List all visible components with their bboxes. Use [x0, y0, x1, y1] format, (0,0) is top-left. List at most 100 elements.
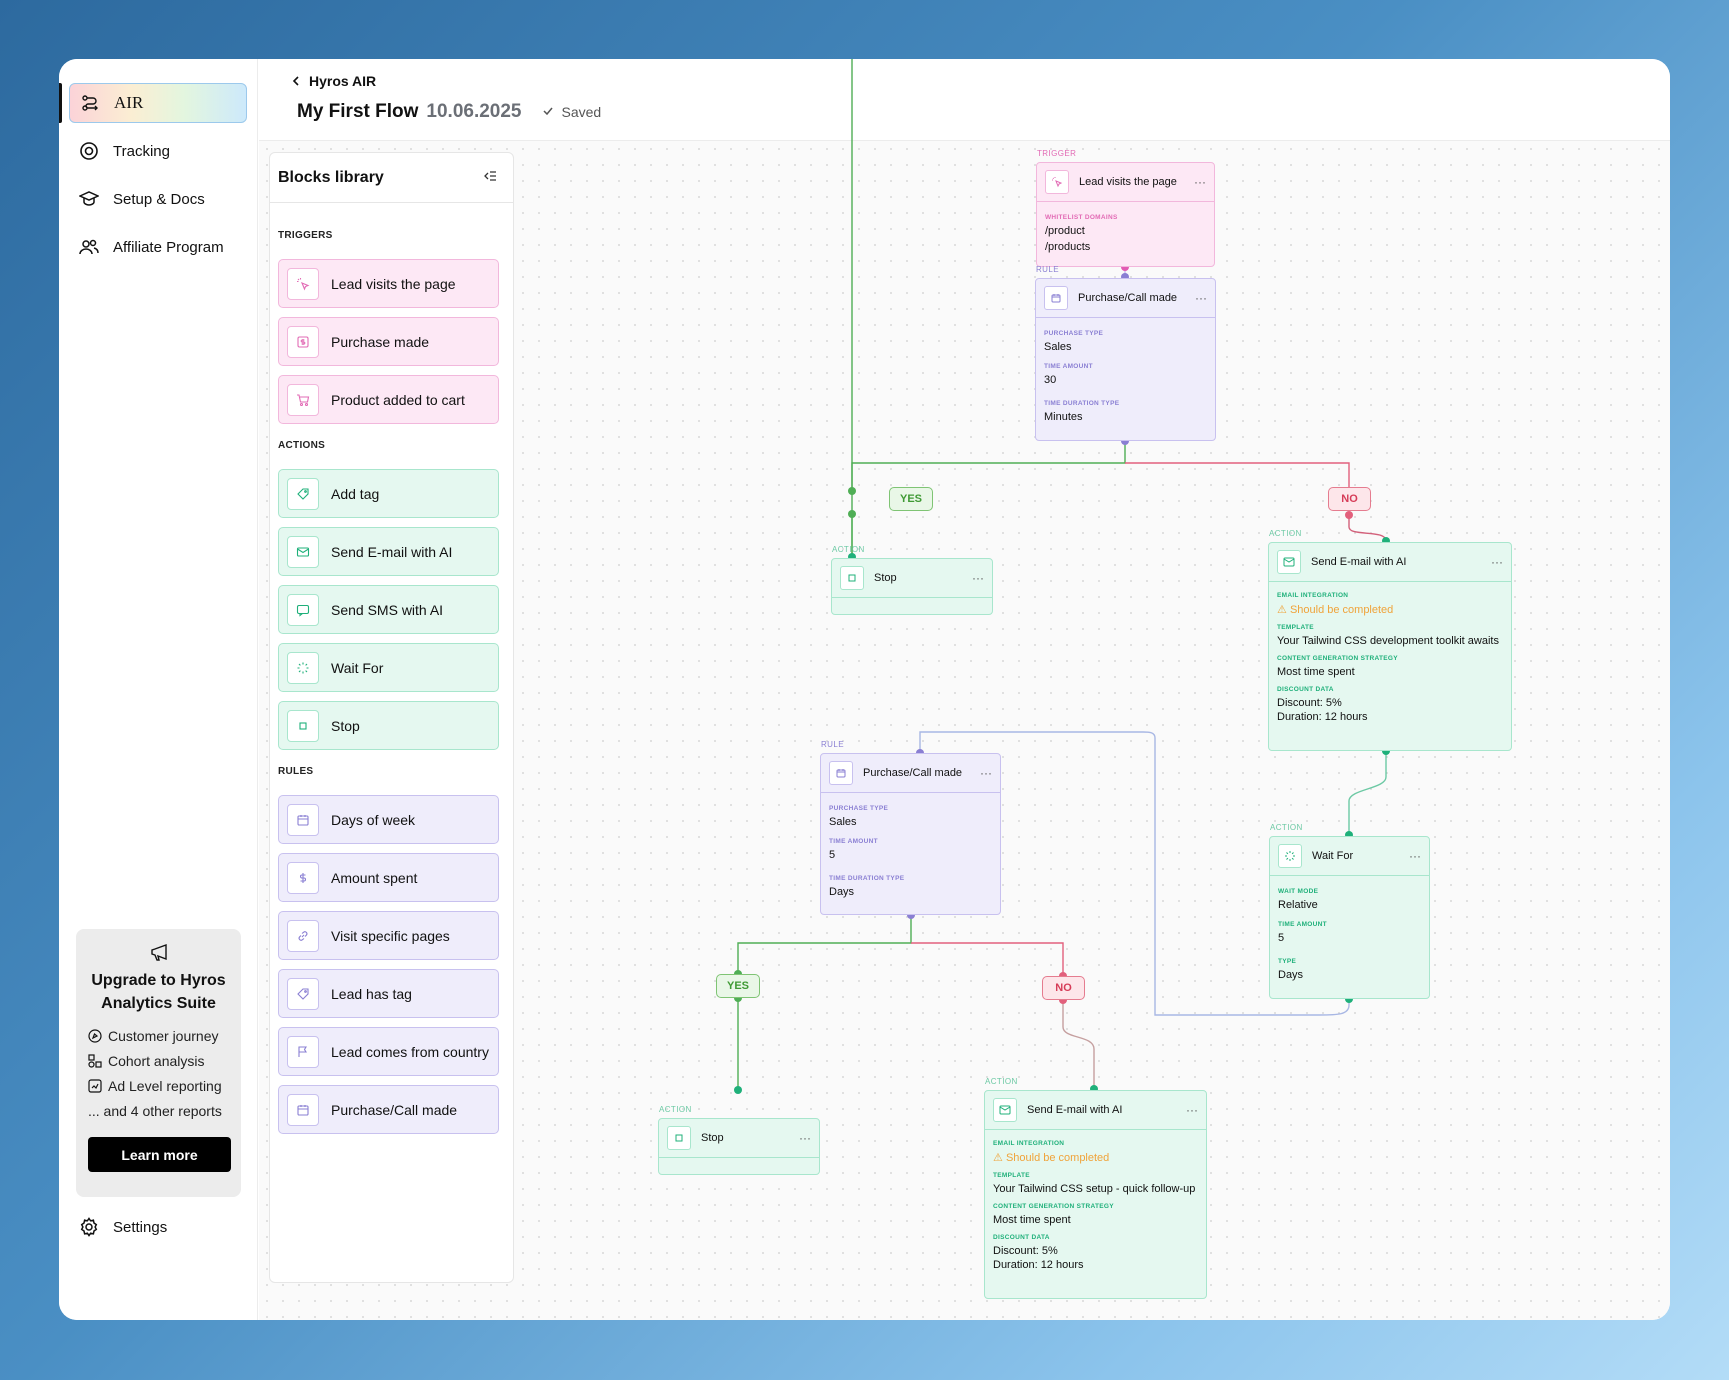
node-menu-button[interactable]: ···	[1491, 555, 1503, 569]
library-item-lead-has-tag[interactable]: Lead has tag	[278, 969, 499, 1018]
send-email-node[interactable]: ACTION Send E-mail with AI ··· EMAIL INT…	[984, 1077, 1207, 1299]
section-label-actions: ACTIONS	[278, 440, 326, 451]
app-window: AIR Tracking Setup & Docs Affiliate Prog…	[59, 59, 1670, 1320]
field-value: Discount: 5%	[993, 1245, 1058, 1257]
field-value: Sales	[1044, 341, 1072, 353]
sidebar-item-label: Setup & Docs	[113, 190, 205, 208]
library-item-purchase-made[interactable]: Purchase made	[278, 317, 499, 366]
library-item-wait-for[interactable]: Wait For	[278, 643, 499, 692]
node-menu-button[interactable]: ···	[1195, 291, 1207, 305]
loader-icon	[1278, 844, 1302, 868]
stop-node[interactable]: ACTION Stop ···	[831, 545, 993, 615]
calendar-icon	[287, 1093, 319, 1126]
field-label: TYPE	[1278, 958, 1297, 965]
stop-icon	[287, 709, 319, 742]
title-row: My First Flow 10.06.2025 Saved	[297, 101, 601, 123]
field-value: Most time spent	[1277, 666, 1355, 678]
stop-node[interactable]: ACTION Stop ···	[658, 1105, 820, 1175]
journey-icon	[88, 1028, 102, 1043]
library-title: Blocks library	[278, 168, 384, 186]
learn-more-button[interactable]: Learn more	[88, 1137, 231, 1172]
rule-node[interactable]: RULE Purchase/Call made ··· PURCHASE TYP…	[820, 740, 1001, 915]
yes-branch-badge[interactable]: YES	[889, 487, 933, 511]
back-link[interactable]: Hyros AIR	[291, 73, 376, 89]
field-label: DISCOUNT DATA	[993, 1234, 1050, 1241]
field-label: WHITELIST DOMAINS	[1045, 214, 1118, 221]
node-header: Send E-mail with AI ···	[985, 1091, 1206, 1130]
sidebar-item-air[interactable]: AIR	[69, 83, 247, 123]
cohort-icon	[88, 1053, 102, 1068]
library-item-lead-visits-page[interactable]: Lead visits the page	[278, 259, 499, 308]
node-tag: ACTION	[1270, 823, 1303, 832]
node-menu-button[interactable]: ···	[1186, 1103, 1198, 1117]
library-item-lead-comes-from-country[interactable]: Lead comes from country	[278, 1027, 499, 1076]
node-tag: ACTION	[985, 1077, 1018, 1086]
no-branch-badge[interactable]: NO	[1328, 487, 1371, 511]
node-menu-button[interactable]: ···	[1409, 849, 1421, 863]
node-menu-button[interactable]: ···	[972, 571, 984, 585]
sidebar-item-label: Tracking	[113, 142, 170, 160]
field-value: Discount: 5%	[1277, 697, 1342, 709]
flag-icon	[287, 1035, 319, 1068]
library-item-add-tag[interactable]: Add tag	[278, 469, 499, 518]
library-item-purchase-call-made[interactable]: Purchase/Call made	[278, 1085, 499, 1134]
node-tag: ACTION	[832, 545, 865, 554]
page-title[interactable]: My First Flow	[297, 101, 419, 122]
sidebar-item-label: AIR	[114, 93, 144, 112]
warning-icon: ⚠	[993, 1152, 1003, 1164]
field-value: Minutes	[1044, 411, 1083, 423]
library-item-days-of-week[interactable]: Days of week	[278, 795, 499, 844]
library-item-stop[interactable]: Stop	[278, 701, 499, 750]
cart-icon	[287, 383, 319, 416]
node-header: Stop ···	[832, 559, 992, 598]
field-value: Duration: 12 hours	[1277, 711, 1368, 723]
node-title: Stop	[701, 1132, 724, 1144]
graduation-cap-icon	[79, 189, 99, 209]
field-label: EMAIL INTEGRATION	[1277, 592, 1349, 599]
node-menu-button[interactable]: ···	[980, 766, 992, 780]
library-item-amount-spent[interactable]: Amount spent	[278, 853, 499, 902]
field-value: /products	[1045, 241, 1091, 253]
send-email-node[interactable]: ACTION Send E-mail with AI ··· EMAIL INT…	[1268, 529, 1512, 751]
collapse-panel-icon[interactable]	[483, 169, 497, 187]
dollar-icon	[287, 861, 319, 894]
email-ai-icon	[993, 1098, 1017, 1122]
field-value: Your Tailwind CSS development toolkit aw…	[1277, 635, 1499, 647]
sidebar-item-affiliate[interactable]: Affiliate Program	[69, 227, 247, 267]
sidebar-item-label: Affiliate Program	[113, 238, 224, 256]
field-label: TIME DURATION TYPE	[1044, 400, 1120, 407]
node-tag: ACTION	[1269, 529, 1302, 538]
node-menu-button[interactable]: ···	[799, 1131, 811, 1145]
node-menu-button[interactable]: ···	[1194, 175, 1206, 189]
chevron-left-icon	[291, 73, 301, 89]
blocks-library: Blocks library TRIGGERS Lead visits the …	[269, 152, 514, 1283]
library-item-visit-specific-pages[interactable]: Visit specific pages	[278, 911, 499, 960]
rule-node[interactable]: RULE Purchase/Call made ··· PURCHASE TYP…	[1035, 265, 1216, 441]
library-item-send-email-ai[interactable]: Send E-mail with AI	[278, 527, 499, 576]
section-label-triggers: TRIGGERS	[278, 230, 333, 241]
calendar-icon	[829, 761, 853, 785]
wait-for-node[interactable]: ACTION Wait For ··· WAIT MODE Relative T…	[1269, 823, 1430, 999]
sidebar-item-setup-docs[interactable]: Setup & Docs	[69, 179, 247, 219]
library-header: Blocks library	[270, 153, 513, 203]
users-icon	[79, 237, 99, 257]
field-label: TIME AMOUNT	[1278, 921, 1327, 928]
yes-branch-badge[interactable]: YES	[716, 974, 760, 998]
library-item-send-sms-ai[interactable]: Send SMS with AI	[278, 585, 499, 634]
flow-date: 10.06.2025	[426, 101, 522, 122]
trigger-node[interactable]: TRIGGER Lead visits the page ··· WHITELI…	[1036, 149, 1215, 267]
sidebar-item-tracking[interactable]: Tracking	[69, 131, 247, 171]
dollar-box-icon	[287, 325, 319, 358]
node-tag: RULE	[821, 740, 844, 749]
email-ai-icon	[1277, 550, 1301, 574]
stop-icon	[667, 1126, 691, 1150]
node-header: Send E-mail with AI ···	[1269, 543, 1511, 582]
sidebar-item-settings[interactable]: Settings	[79, 1217, 167, 1237]
node-header: Lead visits the page ···	[1037, 163, 1214, 202]
no-branch-badge[interactable]: NO	[1042, 976, 1085, 1000]
section-label-rules: RULES	[278, 766, 314, 777]
library-item-product-added-cart[interactable]: Product added to cart	[278, 375, 499, 424]
node-title: Send E-mail with AI	[1027, 1104, 1123, 1116]
upgrade-title: Upgrade to Hyros Analytics Suite	[91, 972, 226, 1012]
warning-icon: ⚠	[1277, 604, 1287, 616]
